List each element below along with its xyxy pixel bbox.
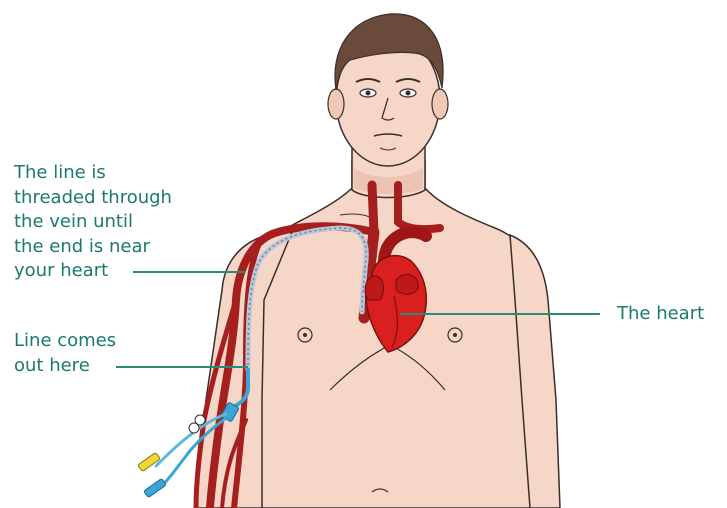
left-pupil: [366, 91, 371, 96]
left-nipple-center: [303, 333, 307, 337]
label-heart: The heart: [617, 302, 704, 327]
left-ear: [328, 89, 344, 119]
right-pupil: [406, 91, 411, 96]
right-atrium: [365, 276, 383, 300]
label-line-exit: Line comes out here: [14, 329, 116, 378]
left-atrium: [396, 274, 418, 294]
connector-yellow: [138, 452, 161, 471]
clamp-white-2: [189, 423, 199, 433]
right-nipple-center: [453, 333, 457, 337]
jugular-vein-left: [372, 185, 374, 232]
label-line-threaded: The line is threaded through the vein un…: [14, 161, 172, 284]
connector-blue: [144, 478, 167, 497]
right-ear: [432, 89, 448, 119]
